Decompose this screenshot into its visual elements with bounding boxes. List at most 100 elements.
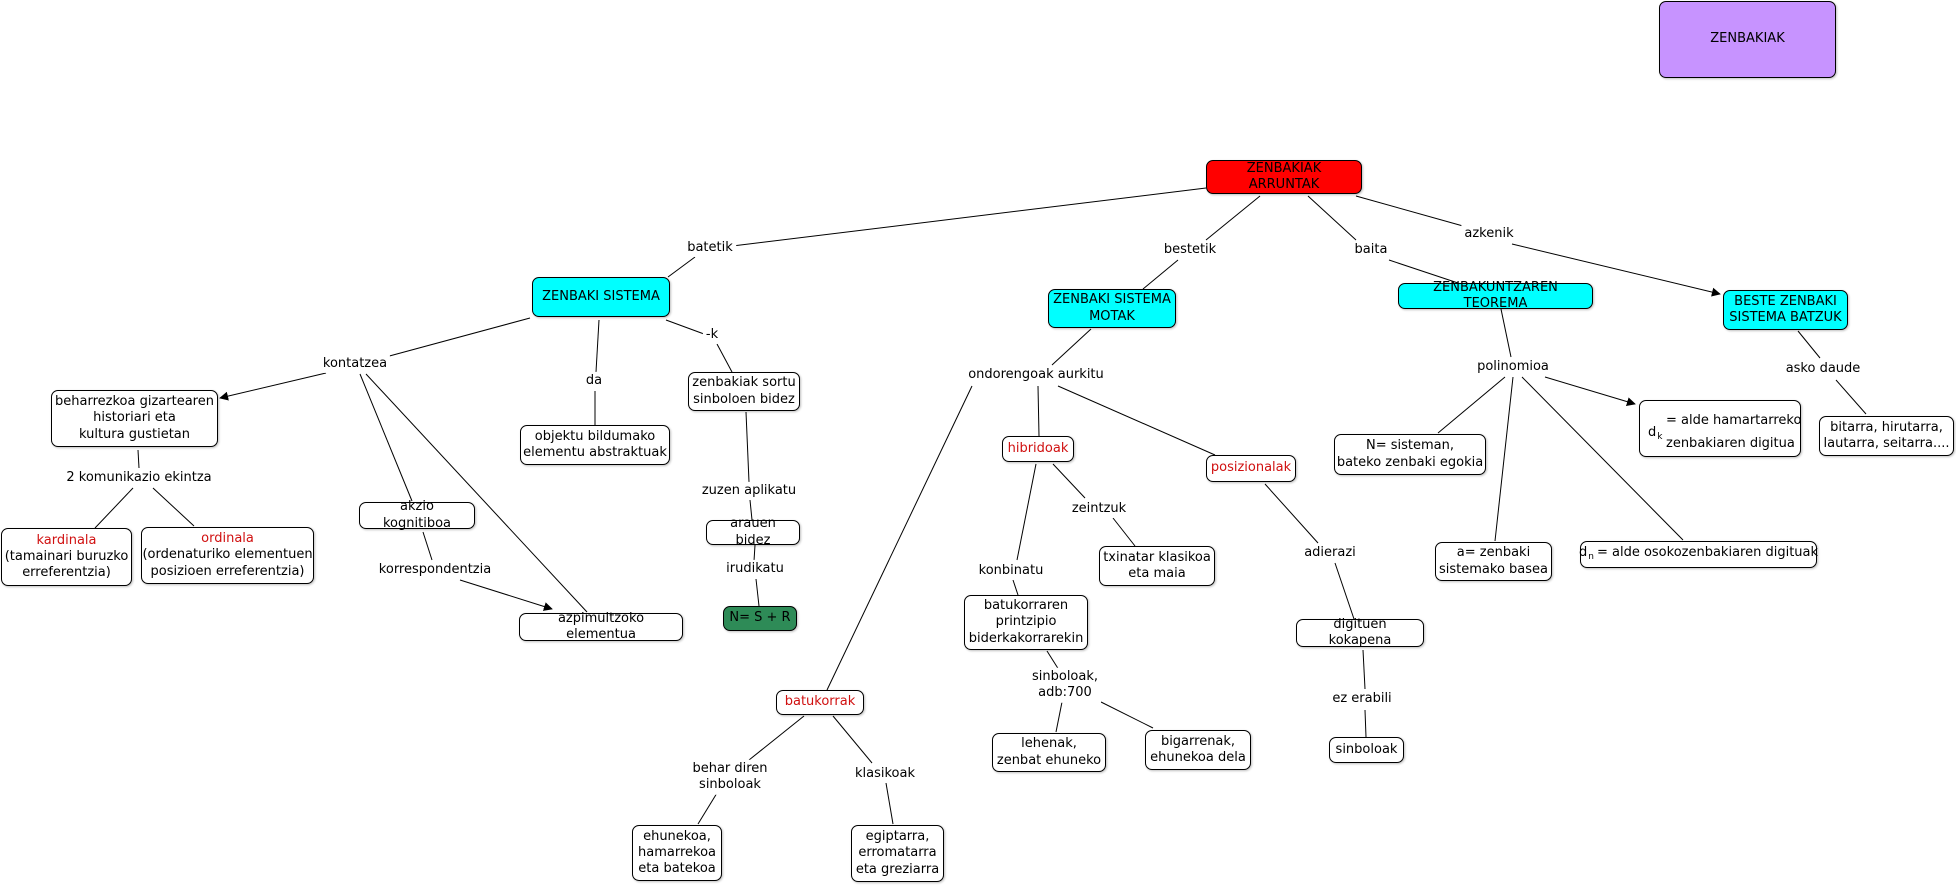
- node-line: N= sisteman,: [1365, 438, 1454, 454]
- link-label-ez-erabili: ez erabili: [1329, 689, 1395, 709]
- edge-batukorrak-klasikoak: [832, 715, 873, 764]
- link-label-zeintzuk: zeintzuk: [1068, 499, 1130, 519]
- node-label: akzio kognitiboa: [382, 499, 451, 531]
- edge-polinomioa-a-zenbaki: [1494, 376, 1514, 542]
- node-hibridoak[interactable]: hibridoak: [1002, 436, 1074, 462]
- edge-teorema-polinomioa: [1500, 308, 1512, 358]
- node-akzio-kognitiboa[interactable]: akzio kognitiboa: [359, 499, 475, 531]
- node-line: eta maia: [1128, 566, 1186, 581]
- node-line: batukorraren: [983, 598, 1069, 614]
- node-line: zenbat ehuneko: [996, 752, 1102, 768]
- node-line: SISTEMA BATZUK: [1729, 310, 1842, 325]
- label-line: sinboloak,: [1031, 668, 1099, 684]
- link-label-korrespondentzia: korrespondentzia: [375, 560, 495, 580]
- node-bitarra[interactable]: bitarra, hirutarra, lautarra, seitarra..…: [1819, 416, 1954, 456]
- link-label-polinomioa: polinomioa: [1474, 357, 1552, 377]
- edge-ondorengoak-hibridoak: [1037, 385, 1040, 437]
- node-label: arauen bidez: [730, 516, 776, 548]
- edge-komunikazio-ordinala: [152, 487, 195, 527]
- subscript-n: n: [1588, 552, 1594, 563]
- node-kardinala[interactable]: kardinala (tamainari buruzko erreferentz…: [1, 528, 132, 586]
- node-posizionalak[interactable]: posizionalak: [1206, 455, 1296, 482]
- edge-root-batetik: [715, 187, 1207, 249]
- node-zenbakiak-sortu[interactable]: zenbakiak sortu sinboloen bidez: [688, 372, 800, 411]
- node-line: bitarra, hirutarra,: [1830, 419, 1943, 435]
- node-label: ZENBAKIAK: [1710, 31, 1785, 47]
- node-line: a= zenbaki: [1456, 545, 1531, 561]
- node-sinboloak[interactable]: sinboloak: [1329, 737, 1404, 763]
- legend-node-zenbakiak[interactable]: ZENBAKIAK: [1659, 1, 1836, 78]
- edge-root-baita: [1307, 195, 1357, 241]
- node-batukorraren-printzipio[interactable]: batukorraren printzipio biderkakorrareki…: [964, 595, 1088, 650]
- edge-asko-bitarra: [1835, 379, 1867, 415]
- node-line: beharrezkoa gizartearen: [55, 394, 214, 410]
- node-ordinala[interactable]: ordinala (ordenaturiko elementuen posizi…: [141, 527, 314, 584]
- node-digituen-kokapena[interactable]: digituen kokapena: [1296, 617, 1424, 648]
- node-line: biderkakorrarekin: [968, 630, 1084, 646]
- edge-polinomioa-n-sisteman: [1437, 376, 1506, 434]
- node-zenbakuntzaren-teorema[interactable]: ZENBAKUNTZAREN TEOREMA: [1398, 280, 1593, 311]
- node-arauen-bidez[interactable]: arauen bidez: [706, 516, 800, 548]
- edge-sistema-kontatzea: [381, 317, 531, 359]
- edge-hibridoak-konbinatu: [1016, 463, 1037, 561]
- node-egiptarra[interactable]: egiptarra, erromatarra eta greziarra: [851, 825, 944, 882]
- node-line: eta greziarra: [855, 861, 940, 877]
- edge-batukorraren-sinboloak-adb: [1046, 650, 1060, 671]
- edge-baita-teorema: [1388, 259, 1459, 284]
- node-beharrezkoa[interactable]: beharrezkoa gizartearen historiari eta k…: [51, 390, 218, 447]
- link-label-klasikoak: klasikoak: [851, 764, 919, 784]
- edge-sistema-da: [595, 319, 600, 373]
- node-line: (ordenaturiko elementuen: [142, 547, 313, 563]
- node-label: sinboloak: [1335, 741, 1398, 757]
- edge-polinomioa-dn: [1521, 376, 1684, 541]
- node-batukorrak[interactable]: batukorrak: [776, 690, 864, 715]
- node-azpimultzoko-elementua[interactable]: azpimultzoko elementua: [519, 610, 683, 642]
- edge-komunikazio-kardinala: [94, 487, 134, 529]
- node-n-sisteman[interactable]: N= sisteman, bateko zenbaki egokia: [1334, 434, 1486, 475]
- node-label: ZENBAKI SISTEMA: [542, 288, 660, 304]
- node-line: bateko zenbaki egokia: [1336, 454, 1484, 470]
- root-node-zenbakiak-arruntak[interactable]: ZENBAKIAK ARRUNTAK: [1206, 160, 1362, 194]
- node-label: ZENBAKIAK ARRUNTAK: [1246, 160, 1322, 192]
- node-ehunekoa[interactable]: ehunekoa, hamarrekoa eta batekoa: [632, 825, 722, 881]
- node-a-zenbaki[interactable]: a= zenbaki sistemako basea: [1435, 542, 1552, 581]
- node-line: zenbakiaren digitua: [1666, 436, 1795, 451]
- node-line: sistemako basea: [1439, 561, 1548, 577]
- link-label-irudikatu: irudikatu: [723, 559, 787, 579]
- node-txinatar-klasikoa[interactable]: txinatar klasikoa eta maia: [1099, 546, 1215, 586]
- node-line: hamarrekoa: [638, 844, 716, 860]
- node-line: dn= alde osokozenbakiaren digituak: [1579, 545, 1818, 563]
- edge-k-sortu: [716, 343, 733, 373]
- node-line: ZENBAKI SISTEMA: [1053, 292, 1171, 308]
- node-dn[interactable]: dn= alde osokozenbakiaren digituak: [1579, 541, 1818, 568]
- link-label-asko-daude: asko daude: [1782, 359, 1864, 379]
- node-objektu-bildumako[interactable]: objektu bildumako elementu abstraktuak: [520, 425, 670, 465]
- edge-bestetik-motak: [1142, 259, 1179, 290]
- node-label: azpimultzoko elementua: [557, 610, 645, 642]
- node-formula[interactable]: N= S + R: [723, 606, 797, 631]
- node-line: kultura gustietan: [78, 426, 191, 442]
- node-bigarrenak[interactable]: bigarrenak, ehunekoa dela: [1145, 730, 1251, 770]
- node-zenbaki-sistema-motak[interactable]: ZENBAKI SISTEMA MOTAK: [1048, 289, 1176, 328]
- node-line: MOTAK: [1089, 308, 1135, 324]
- label-line: adb:700: [1038, 685, 1092, 700]
- edge-behar-diren-ehunekoa: [697, 792, 718, 825]
- node-beste-zenbaki-sistema[interactable]: BESTE ZENBAKI SISTEMA BATZUK: [1723, 290, 1848, 330]
- edge-kontatzea-azpimultzoko: [365, 373, 588, 613]
- subscript-k: k: [1657, 432, 1663, 442]
- link-label-baita: baita: [1351, 240, 1391, 260]
- edge-konbinatu-batukorraren: [1012, 579, 1019, 596]
- link-label-ondorengoak: ondorengoak aurkitu: [965, 365, 1107, 385]
- edge-root-azkenik: [1355, 195, 1464, 227]
- node-line: BESTE ZENBAKI: [1734, 293, 1837, 309]
- link-label-bestetik: bestetik: [1160, 240, 1220, 260]
- edge-akzio-korrespondentzia: [422, 531, 433, 561]
- node-zenbaki-sistema[interactable]: ZENBAKI SISTEMA: [532, 277, 670, 317]
- node-dk[interactable]: dk = alde hamartarreko zenbakiaren digit…: [1639, 400, 1801, 457]
- link-label-adierazi: adierazi: [1301, 543, 1359, 563]
- dn-text: = alde osokozenbakiaren digituak: [1596, 545, 1819, 561]
- edge-sortu-zuzen: [745, 411, 750, 483]
- edge-ez-erabili-sinboloak: [1364, 709, 1367, 738]
- node-lehenak[interactable]: lehenak, zenbat ehuneko: [992, 733, 1106, 772]
